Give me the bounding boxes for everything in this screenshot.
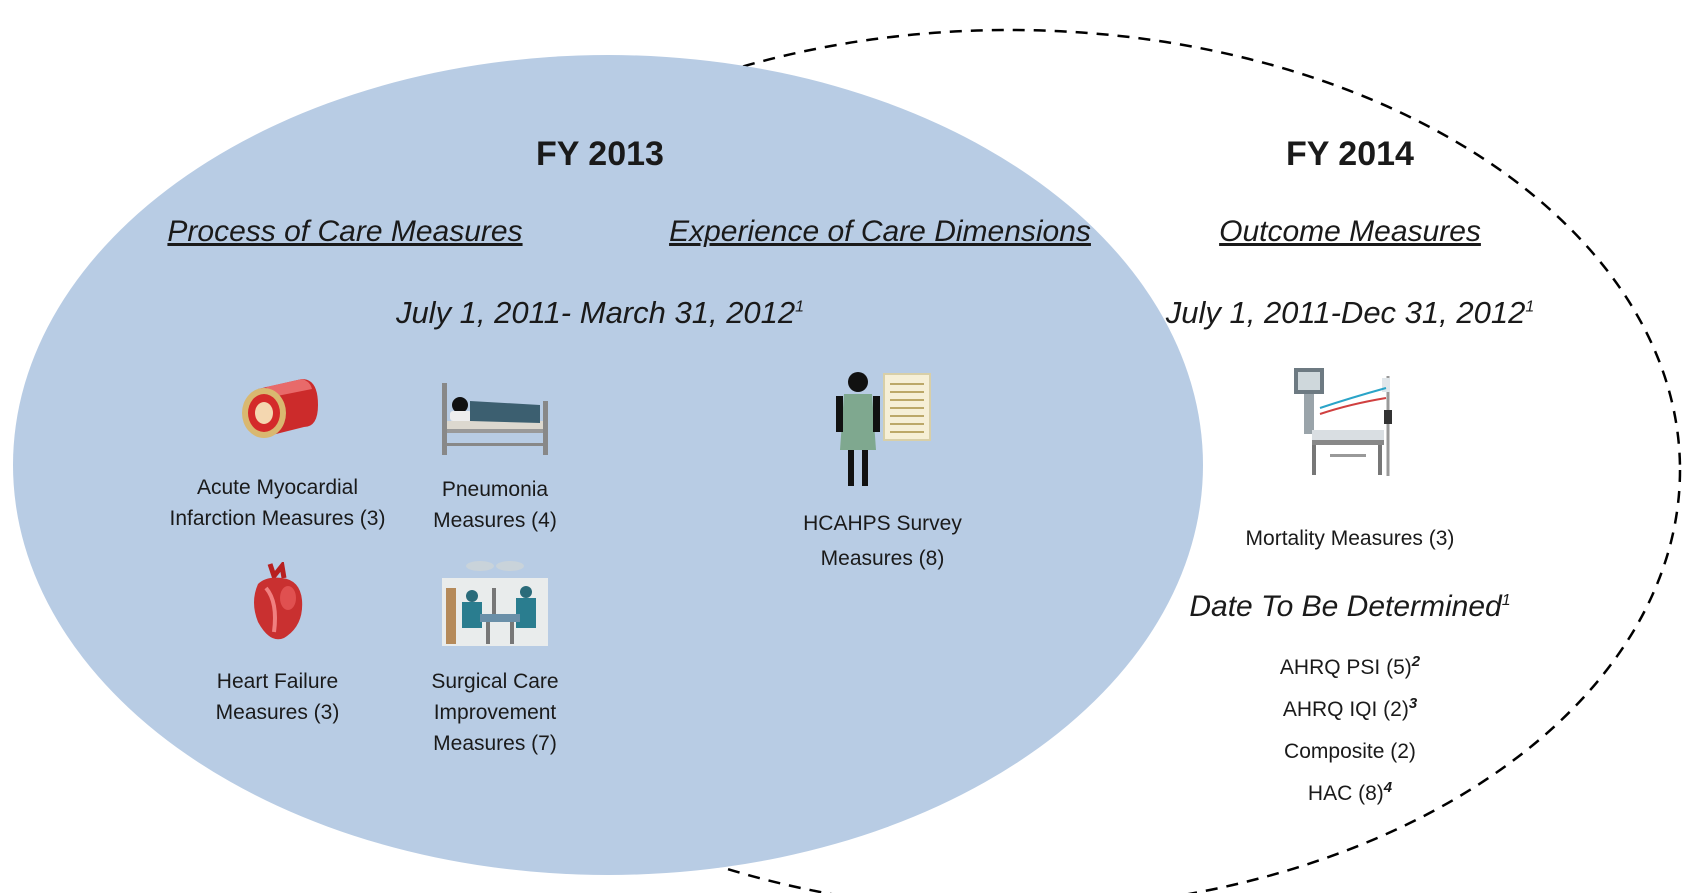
icu-bed-icon xyxy=(1294,368,1392,476)
fy2013-inner-ellipse xyxy=(13,55,1203,875)
fy2014-title: FY 2014 xyxy=(1286,135,1414,173)
ami-measures-label: Acute Myocardial Infarction Measures (3) xyxy=(169,476,386,530)
list-item: Composite (2) xyxy=(1284,740,1416,763)
pneumonia-measures-label: Pneumonia Measures (4) xyxy=(433,478,557,532)
fy2014-date: July 1, 2011-Dec 31, 20121 xyxy=(1165,295,1535,330)
patient-survey-icon xyxy=(836,372,931,486)
heart-icon xyxy=(254,562,303,640)
fy2013-title: FY 2013 xyxy=(536,135,664,173)
mortality-measures-label: Mortality Measures (3) xyxy=(1245,527,1455,550)
date-to-be-determined-heading: Date To Be Determined1 xyxy=(1189,590,1511,623)
process-of-care-heading: Process of Care Measures xyxy=(167,215,523,248)
surgery-icon xyxy=(442,561,548,646)
hospital-bed-icon xyxy=(442,383,548,455)
list-item: AHRQ IQI (2)3 xyxy=(1282,695,1418,721)
list-item: HAC (8)4 xyxy=(1307,779,1393,805)
fy2013-date: July 1, 2011- March 31, 20121 xyxy=(395,295,805,330)
fy2014-outer-ellipse xyxy=(338,28,1682,893)
scip-measures-label: Surgical Care Improvement Measures (7) xyxy=(431,670,559,755)
tbd-measures-list: AHRQ PSI (5)2 AHRQ IQI (2)3 Composite (2… xyxy=(1240,644,1460,812)
list-item: AHRQ PSI (5)2 xyxy=(1279,653,1421,679)
experience-of-care-heading: Experience of Care Dimensions xyxy=(669,215,1091,248)
outcome-measures-heading: Outcome Measures xyxy=(1219,215,1481,248)
hcahps-measures-label: HCAHPS Survey Measures (8) xyxy=(803,512,962,570)
artery-icon xyxy=(242,379,318,438)
heart-failure-measures-label: Heart Failure Measures (3) xyxy=(215,670,340,724)
